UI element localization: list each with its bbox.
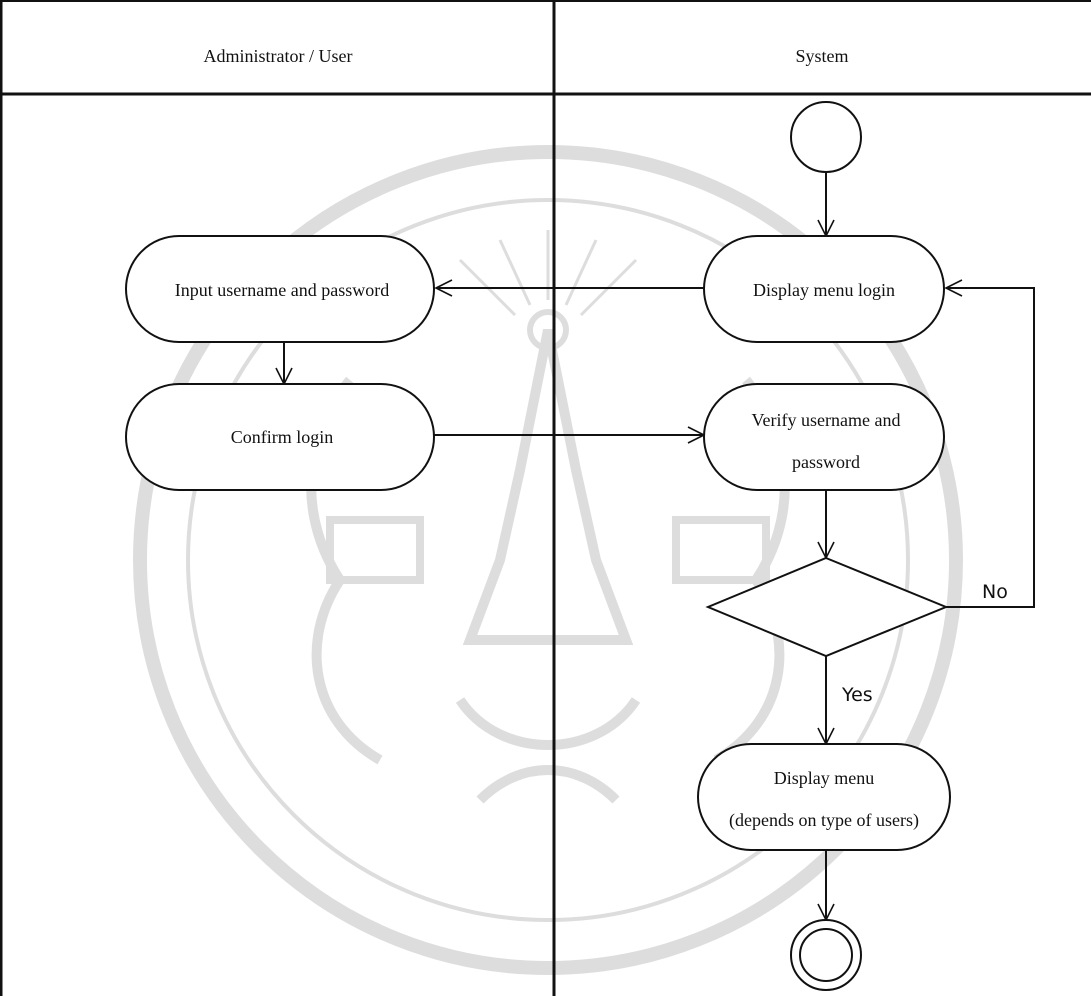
flow-decision-no — [944, 279, 1035, 608]
action-display-menu-login-label: Display menu login — [753, 280, 895, 300]
lane-title-system: System — [795, 46, 848, 66]
action-confirm-login-label: Confirm login — [231, 427, 334, 447]
action-input-credentials — [125, 235, 435, 343]
action-display-menu-label-line2: (depends on type of users) — [729, 810, 919, 831]
action-display-menu-label-line1: Display menu — [774, 768, 875, 788]
action-verify-credentials-label-line1: Verify username and — [752, 410, 901, 430]
decision-node — [705, 556, 949, 658]
final-node — [790, 919, 862, 991]
lane-title-administrator-user: Administrator / User — [204, 46, 353, 66]
guard-no-label: No — [982, 581, 1008, 603]
action-confirm-login — [125, 383, 435, 491]
action-verify-credentials-label-line2: password — [792, 452, 860, 472]
action-input-credentials-label: Input username and password — [175, 280, 389, 300]
action-display-menu — [697, 743, 951, 851]
action-verify-credentials — [703, 383, 945, 491]
initial-node — [790, 101, 862, 173]
guard-yes-label: Yes — [841, 684, 873, 706]
